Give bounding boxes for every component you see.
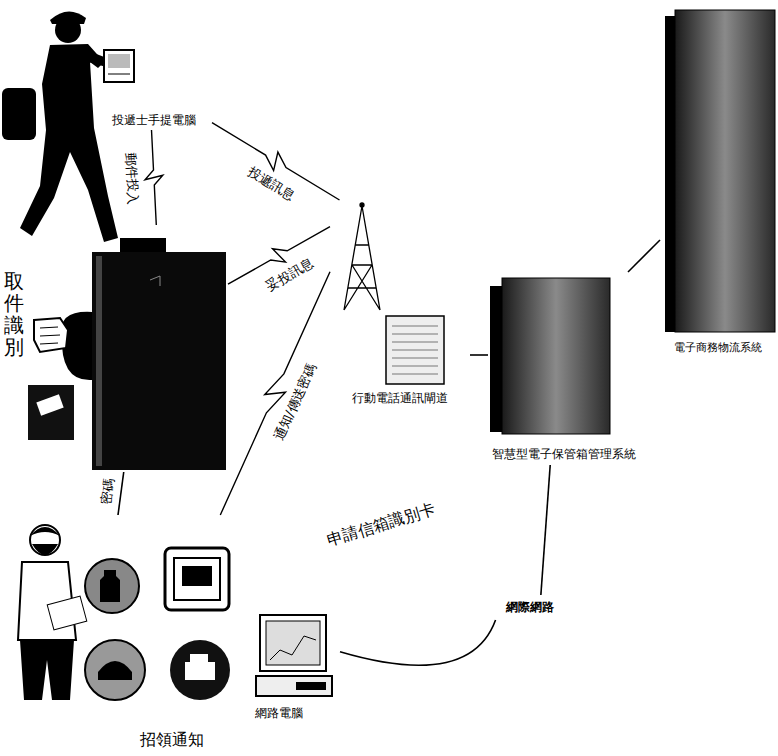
wired-link: [118, 472, 124, 515]
internet-node: 網際網路: [490, 595, 570, 620]
wireless-link: [220, 272, 330, 515]
node-label: 招領通知: [140, 730, 204, 750]
wired-link: [628, 240, 660, 272]
network-computer: [256, 615, 332, 696]
user-figure: [18, 525, 87, 700]
notice-icons: [85, 548, 230, 700]
wired-link: [340, 620, 496, 665]
wired-link: [541, 465, 550, 595]
node-label: 取件識別: [4, 270, 24, 358]
computer-node: 網路電腦: [245, 605, 340, 722]
link-label: 通知/傳送密碼: [271, 360, 321, 445]
logistics-node: 電子商務物流系統: [660, 5, 776, 357]
node-label: 行動電話通訊閘道: [352, 391, 448, 406]
wireless-link: [145, 130, 163, 225]
handheld-node: 投遞士手提電腦: [95, 40, 212, 130]
link-label: 密碼: [98, 476, 117, 508]
locker-node: 取件識別: [0, 225, 228, 472]
node-label: 智慧型電子保管箱管理系統: [492, 447, 636, 462]
floating-label: 申請信箱識別卡: [325, 499, 438, 550]
management-node: 智慧型電子保管箱管理系統: [488, 272, 640, 465]
management-server: [490, 278, 610, 434]
node-label: 投遞士手提電腦: [112, 113, 196, 128]
locker-cabinet: [28, 238, 226, 470]
link-label: 郵件投入: [123, 150, 141, 207]
logistics-server: [665, 10, 775, 332]
link-label: 投遞訊息: [243, 163, 299, 205]
user-node: 招領通知: [0, 515, 242, 752]
radio-tower: [344, 203, 380, 310]
handheld-computer: [104, 50, 134, 82]
node-label: 網路電腦: [255, 706, 303, 721]
gateway-server: [386, 316, 444, 384]
node-label: 電子商務物流系統: [674, 341, 762, 355]
postman-figure: [2, 11, 118, 242]
wired-link: [470, 354, 488, 356]
node-label: 網際網路: [506, 600, 554, 615]
gateway-node: 行動電話通訊閘道: [330, 200, 470, 408]
